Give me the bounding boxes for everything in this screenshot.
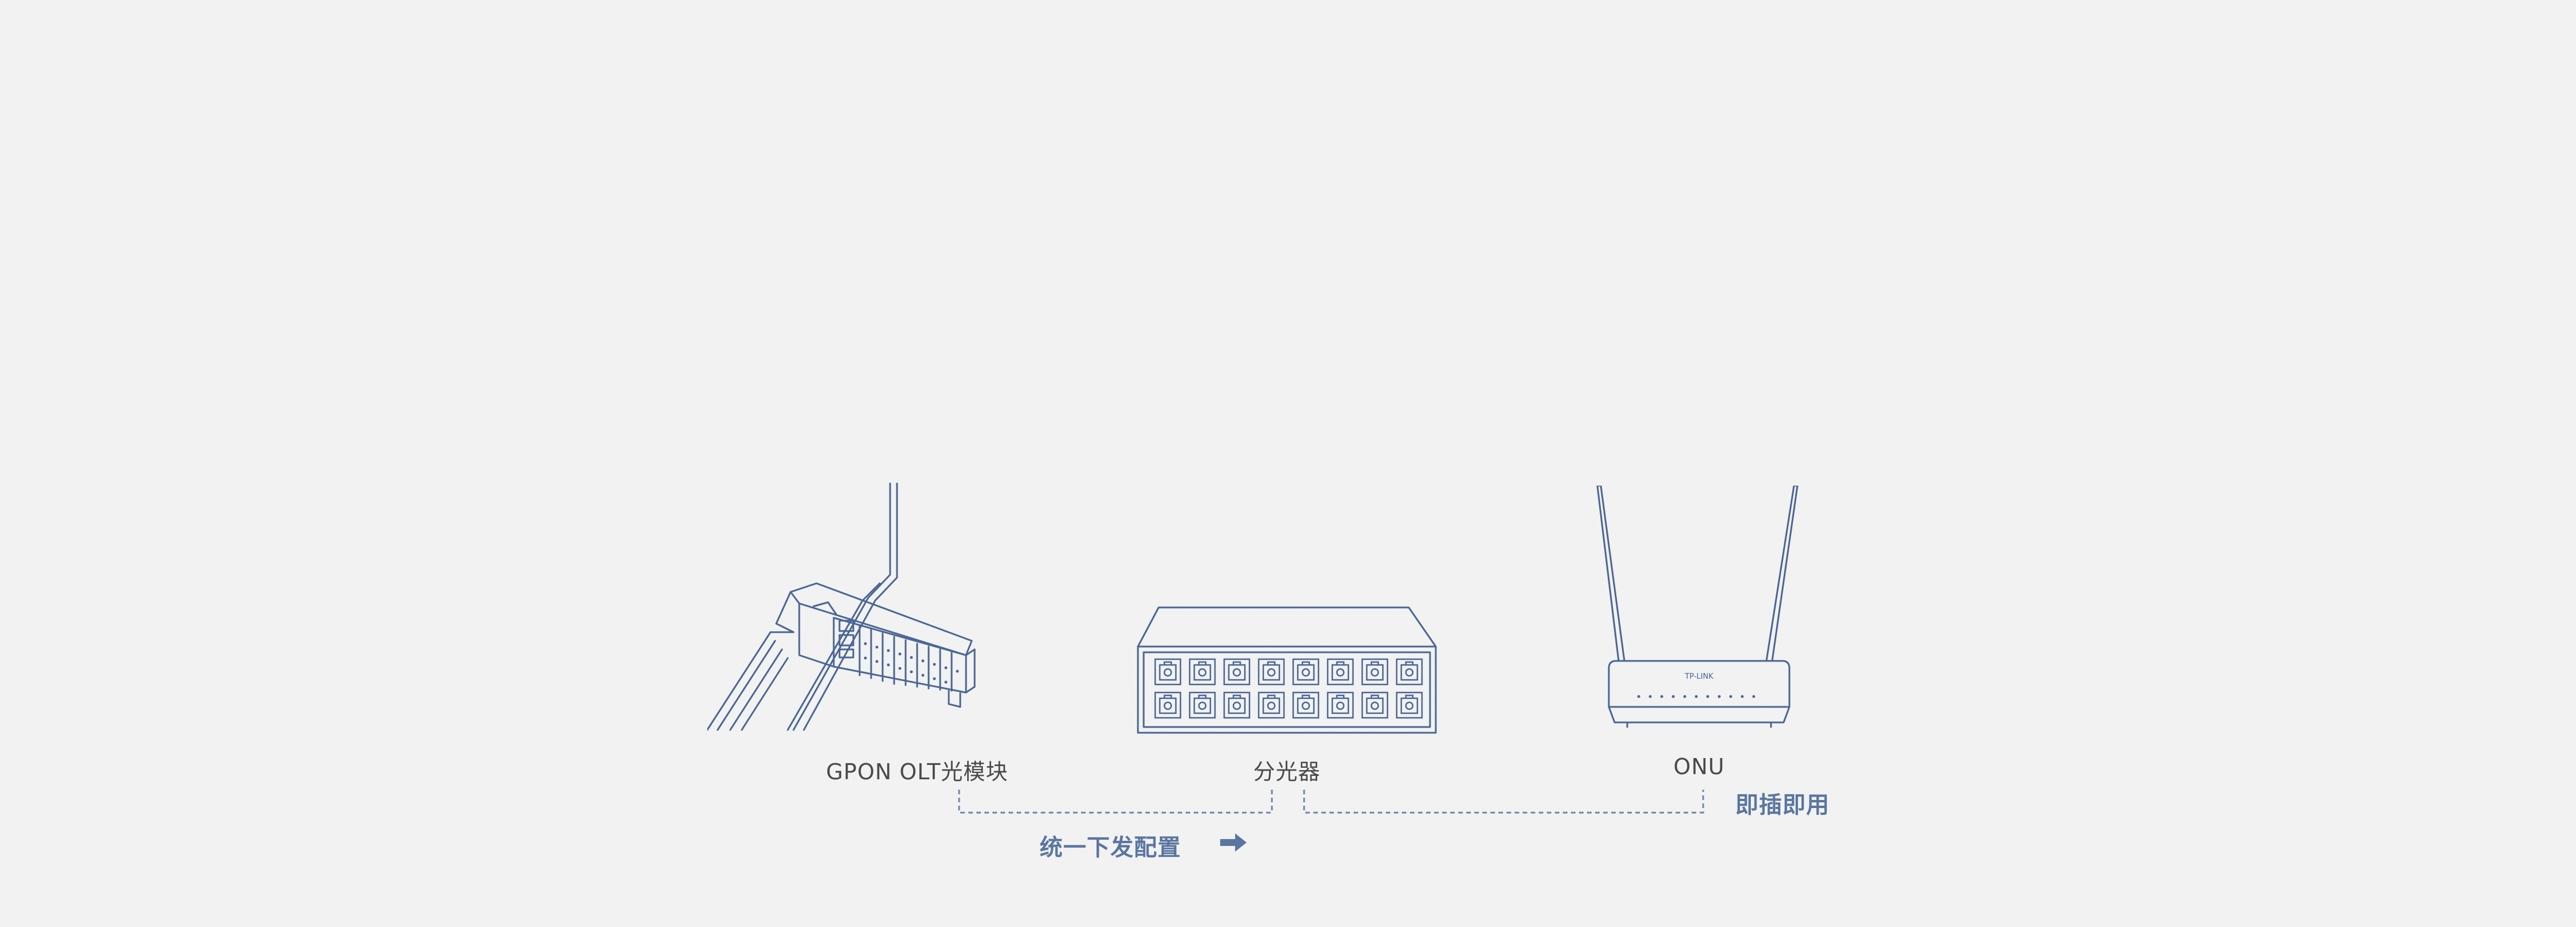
right-arrow-icon (1220, 833, 1247, 852)
splitter-port (1361, 658, 1389, 686)
optical-splitter-icon (1137, 606, 1437, 734)
config-bracket (958, 790, 1273, 814)
olt-label: GPON OLT光模块 (826, 759, 1009, 784)
splitter-port (1327, 691, 1354, 719)
splitter-port (1189, 658, 1216, 686)
splitter-port (1396, 691, 1423, 719)
splitter-port (1292, 658, 1320, 686)
router-icon: TP-LINK (1596, 486, 1799, 728)
splitter-port (1154, 691, 1182, 719)
splitter-port (1258, 691, 1285, 719)
router-brand: TP-LINK (1684, 672, 1713, 681)
splitter-port (1189, 691, 1216, 719)
splitter-port (1223, 658, 1251, 686)
splitter-port (1361, 691, 1389, 719)
splitter-port (1258, 658, 1285, 686)
splitter-port (1223, 691, 1251, 719)
plug-bracket (1303, 790, 1704, 814)
splitter-port (1154, 658, 1182, 686)
plug-and-play-text: 即插即用 (1735, 792, 1830, 818)
splitter-label: 分光器 (1253, 759, 1321, 784)
splitter-port (1396, 658, 1423, 686)
unified-config-text: 统一下发配置 (1040, 834, 1181, 861)
splitter-port (1292, 691, 1320, 719)
splitter-port (1327, 658, 1354, 686)
sfp-module-icon (707, 483, 976, 731)
onu-label: ONU (1673, 754, 1725, 779)
